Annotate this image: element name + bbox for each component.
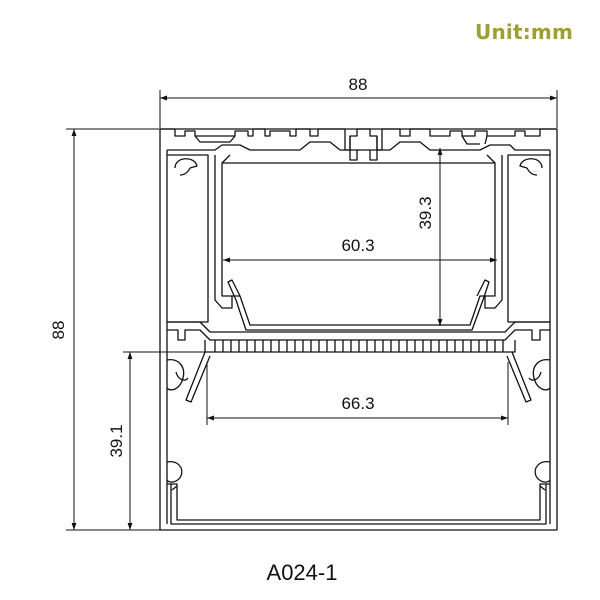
model-label: A024-1 bbox=[266, 560, 338, 585]
lower-channel-height-label: 39.1 bbox=[107, 424, 126, 457]
upper-channel-width-label: 60.3 bbox=[341, 236, 374, 255]
upper-channel bbox=[214, 154, 233, 309]
unit-label: Unit:mm bbox=[475, 20, 573, 44]
middle-divider bbox=[167, 321, 550, 333]
profile-outline bbox=[159, 128, 558, 531]
dimension-lines bbox=[66, 90, 558, 531]
upper-channel-depth-label: 39.3 bbox=[416, 196, 435, 229]
bottom-tray bbox=[167, 483, 550, 521]
overall-width-label: 88 bbox=[349, 75, 368, 94]
teeth bbox=[214, 340, 504, 352]
overall-height-label: 88 bbox=[49, 321, 68, 340]
lower-channel-width-label: 66.3 bbox=[341, 394, 374, 413]
